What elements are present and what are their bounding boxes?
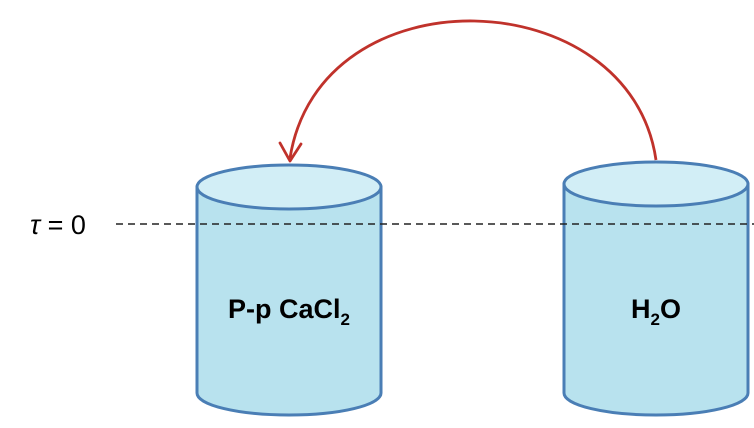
transfer-arrow xyxy=(278,19,658,163)
right-label-subscript: 2 xyxy=(651,310,660,329)
left-cylinder-body xyxy=(195,185,383,417)
right-cylinder-body xyxy=(562,182,750,417)
transfer-arrowhead xyxy=(278,141,303,163)
left-cylinder-top xyxy=(195,163,383,211)
time-value: 0 xyxy=(71,210,86,240)
tau-symbol: τ xyxy=(30,210,42,240)
left-cylinder xyxy=(195,163,383,417)
left-container-label: P-p CaCl2 xyxy=(228,294,350,329)
time-marker-label: τ = 0 xyxy=(30,210,86,240)
right-cylinder xyxy=(562,160,750,417)
equals-sign: = xyxy=(40,210,71,240)
right-label-h: H xyxy=(631,294,651,324)
right-cylinder-top xyxy=(562,160,750,208)
left-label-subscript: 2 xyxy=(341,310,350,329)
right-label-o: O xyxy=(660,294,681,324)
left-label-main: P-p CaCl xyxy=(228,294,341,324)
right-container-label: H2O xyxy=(631,294,681,329)
transfer-arrow-curve xyxy=(288,19,658,161)
